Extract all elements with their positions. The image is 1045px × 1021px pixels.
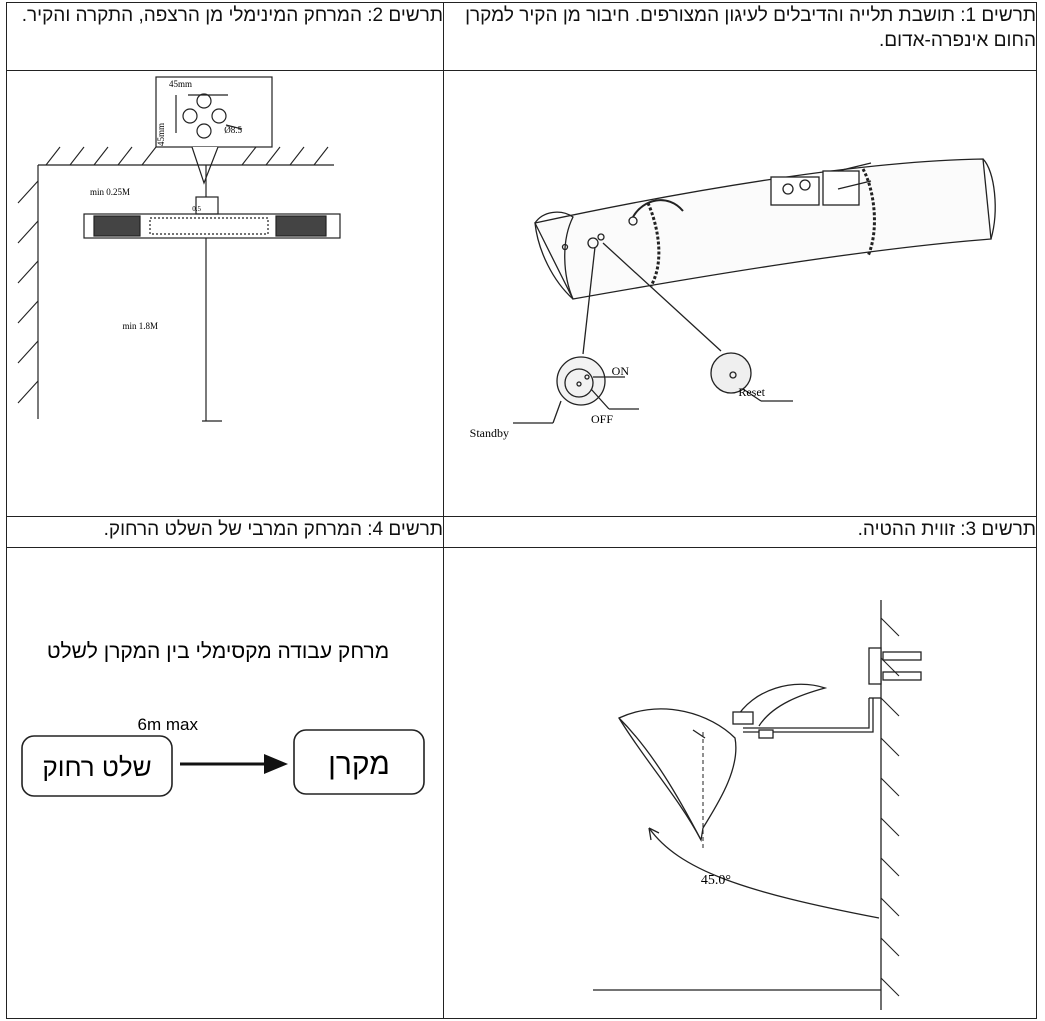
figure-1-heater-bracket: ON OFF Standby Reset <box>443 71 1036 516</box>
figure-row-bottom: 45.0° מרחק עבודה מקסימלי בין המקרן לשלט … <box>6 547 1037 1019</box>
label-hole-spacing-side: 45mm <box>156 123 166 146</box>
range-arrow-head <box>264 754 288 774</box>
caption-fig4: תרשים 4: המרחק המרבי של השלט הרחוק. <box>6 516 444 548</box>
label-reset: Reset <box>738 385 765 399</box>
label-ceiling-clearance: min 0.25M <box>90 187 130 197</box>
reset-button-drawing <box>710 352 793 402</box>
clearance-drawing: 45mm 45mm Ø8.5 min 0.25M min 1.8M 0.5 <box>17 76 341 422</box>
remote-range-heading: מרחק עבודה מקסימלי בין המקרן לשלט <box>47 640 389 663</box>
cell-fig1: ON OFF Standby Reset <box>443 70 1037 517</box>
label-floor-clearance: min 1.8M <box>122 321 158 331</box>
remote-range-drawing: מרחק עבודה מקסימלי בין המקרן לשלט שלט רח… <box>21 640 425 797</box>
caption-fig2: תרשים 2: המרחק המינימלי מן הרצפה, התקרה … <box>6 2 444 71</box>
caption-row-bottom: תרשים 3: זווית ההטיה. תרשים 4: המרחק המר… <box>6 516 1037 548</box>
figure-3-tilt-angle: 45.0° <box>443 548 1036 1018</box>
cell-fig2: 45mm 45mm Ø8.5 min 0.25M min 1.8M 0.5 <box>6 70 444 517</box>
figure-row-top: ON OFF Standby Reset <box>6 70 1037 517</box>
range-distance-label: 6m max <box>138 715 199 734</box>
label-on: ON <box>612 364 630 378</box>
cell-fig4: מרחק עבודה מקסימלי בין המקרן לשלט שלט רח… <box>6 547 444 1019</box>
label-standby: Standby <box>470 426 509 440</box>
heater-bracket-drawing: ON OFF Standby Reset <box>470 158 996 440</box>
label-off: OFF <box>591 412 613 426</box>
rocker-switch <box>513 356 639 424</box>
cell-fig3: 45.0° <box>443 547 1037 1019</box>
figure-2-clearances: 45mm 45mm Ø8.5 min 0.25M min 1.8M 0.5 <box>6 71 443 516</box>
heater-box <box>293 729 425 795</box>
heater-label: מקרן <box>328 748 390 781</box>
remote-label: שלט רחוק <box>42 752 151 782</box>
tilt-angle-drawing: 45.0° <box>593 600 922 1010</box>
label-hole-spacing-top: 45mm <box>169 79 192 89</box>
figure-4-remote-range: מרחק עבודה מקסימלי בין המקרן לשלט שלט רח… <box>6 548 443 1018</box>
label-hole-diameter: Ø8.5 <box>224 125 242 135</box>
caption-row-top: תרשים 1: תושבת תלייה והדיבלים לעיגון המצ… <box>6 2 1037 71</box>
label-bracket-mark: 0.5 <box>192 205 201 213</box>
remote-box <box>21 735 173 797</box>
figures-table: תרשים 1: תושבת תלייה והדיבלים לעיגון המצ… <box>6 2 1037 1019</box>
label-tilt-angle: 45.0° <box>701 873 731 888</box>
figures-table-frame: תרשים 1: תושבת תלייה והדיבלים לעיגון המצ… <box>6 2 1037 1019</box>
caption-fig1: תרשים 1: תושבת תלייה והדיבלים לעיגון המצ… <box>443 2 1037 71</box>
caption-fig3: תרשים 3: זווית ההטיה. <box>443 516 1037 548</box>
